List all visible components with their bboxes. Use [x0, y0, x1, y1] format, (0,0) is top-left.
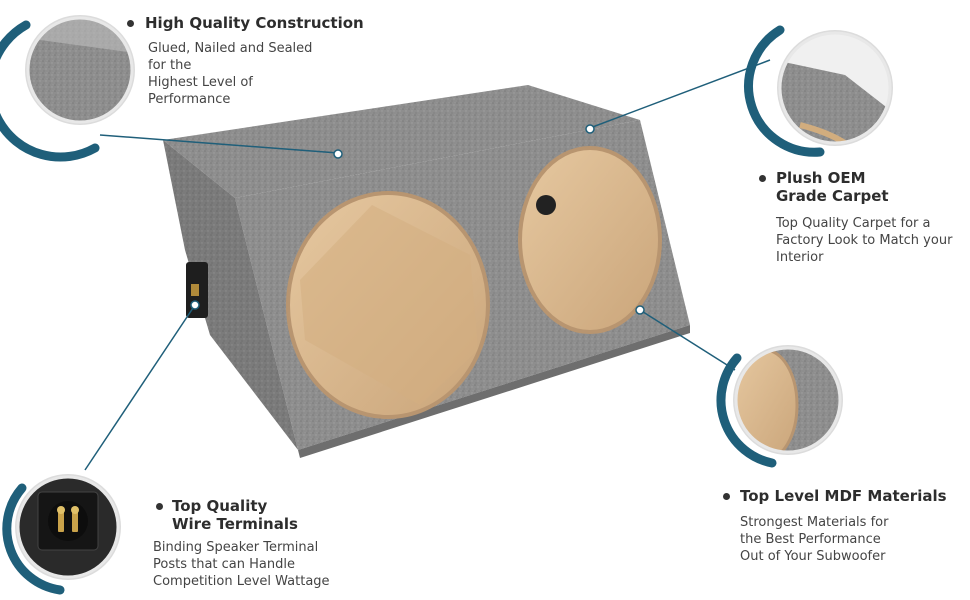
feature-mdf: Top Level MDF Materials Strongest Materi…	[723, 487, 965, 565]
feature-construction: High Quality Construction Glued, Nailed …	[127, 14, 375, 108]
box-side-face	[163, 140, 298, 450]
callout-lines	[84, 59, 771, 471]
bullet-icon	[156, 503, 163, 510]
feature-title: Plush OEM Grade Carpet	[776, 169, 889, 205]
bullet-icon	[127, 20, 134, 27]
carpet-corner-closeup-icon	[0, 15, 135, 162]
box-top-face	[163, 85, 640, 198]
feature-carpet: Plush OEM Grade Carpet Top Quality Carpe…	[759, 169, 966, 266]
bullet-icon	[723, 493, 730, 500]
carpet-edge-closeup-icon	[744, 25, 893, 157]
callout-dots	[190, 124, 645, 315]
right-speaker-hole	[520, 148, 660, 332]
feature-title: Top Quality Wire Terminals	[172, 497, 298, 533]
feature-description: Strongest Materials for the Best Perform…	[740, 515, 889, 564]
feature-description: Glued, Nailed and Sealed for the Highest…	[148, 41, 313, 107]
feature-title: Top Level MDF Materials	[740, 487, 947, 505]
feature-title: High Quality Construction	[145, 14, 364, 32]
terminal-cup-closeup-icon	[2, 474, 121, 595]
feature-terminals: Top Quality Wire Terminals Binding Speak…	[153, 497, 372, 590]
bullet-icon	[759, 175, 766, 182]
box-bottom-edge	[298, 325, 690, 458]
feature-description: Top Quality Carpet for a Factory Look to…	[776, 216, 953, 265]
subwoofer-box	[163, 85, 690, 458]
feature-description: Binding Speaker Terminal Posts that can …	[153, 540, 330, 589]
mdf-hole-closeup-icon	[716, 345, 843, 468]
